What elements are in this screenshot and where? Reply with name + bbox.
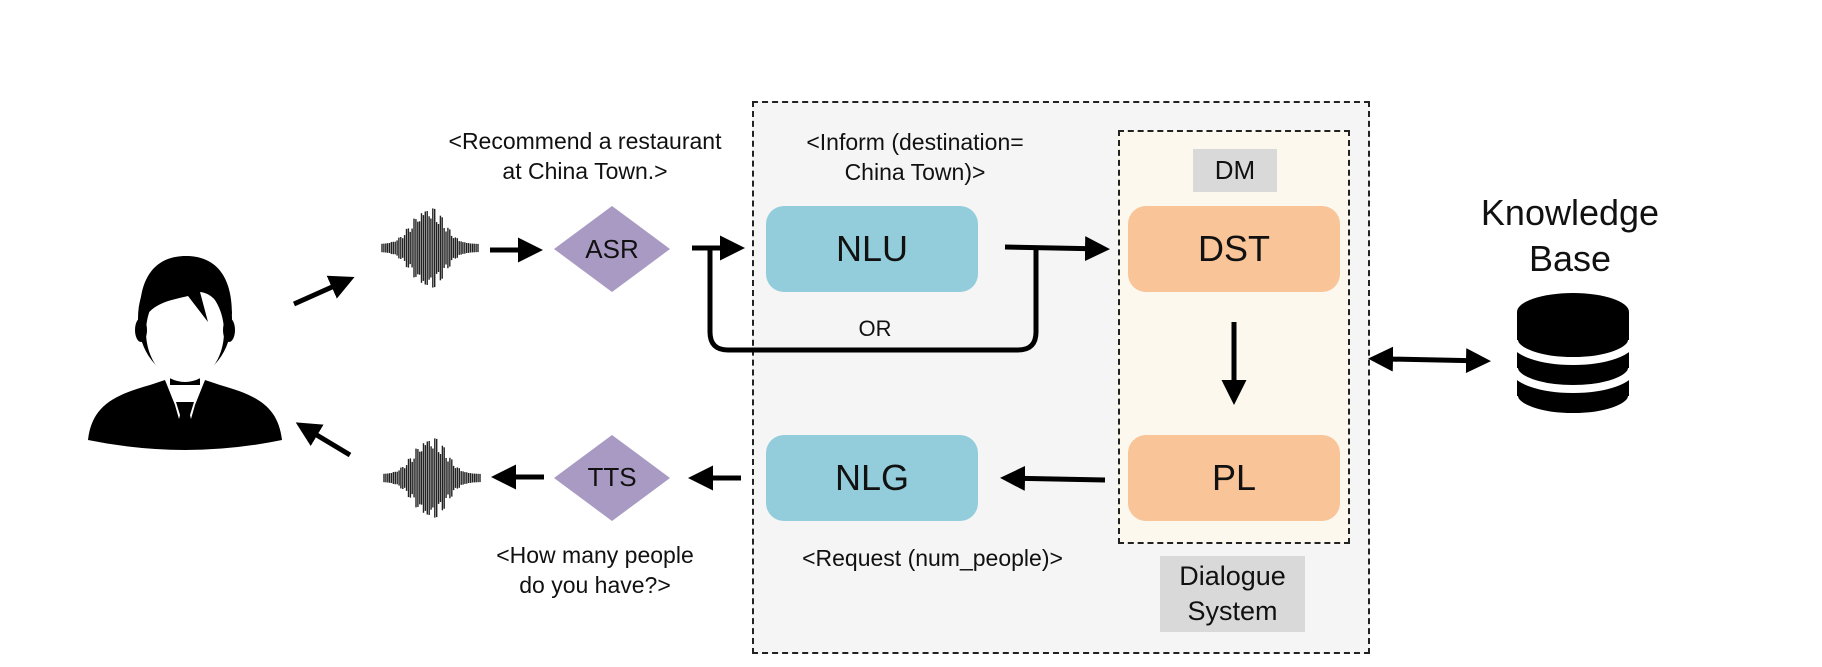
pl-to-nlg-arrow — [1000, 465, 1106, 491]
bypass-or-path — [707, 248, 1039, 353]
nlu-to-dst-arrow — [1004, 236, 1110, 262]
or-label: OR — [858, 316, 892, 341]
waveform-icon — [381, 208, 479, 288]
nlu-module: NLU — [766, 206, 978, 292]
dst-module: DST — [1128, 206, 1340, 292]
asr-input-caption: <Recommend a restaurant at China Town.> — [448, 128, 722, 184]
dialogue-system-tag: Dialogue System — [1160, 556, 1305, 632]
speech-to-user-arrow — [295, 422, 352, 458]
pl-module: PL — [1128, 435, 1340, 521]
tts-diamond — [554, 435, 670, 521]
system-kb-bidirectional-arrow — [1368, 346, 1491, 374]
waveform-icon — [383, 438, 481, 518]
tts-input-caption: <How many people do you have?> — [496, 542, 694, 598]
tts-label: TTS — [587, 461, 637, 492]
knowledge-base-label: Knowledge Base — [1480, 192, 1660, 279]
asr-label: ASR — [585, 233, 639, 264]
asr-diamond — [554, 206, 670, 292]
nlg-input-caption: <Request (num_people)> — [802, 545, 1063, 571]
user-to-speech-arrow — [292, 275, 355, 307]
user-icon — [88, 255, 282, 450]
database-icon — [1510, 293, 1636, 421]
nlg-module: NLG — [766, 435, 978, 521]
nlu-output-caption: <Inform (destination= China Town)> — [806, 129, 1024, 185]
dm-tag: DM — [1193, 149, 1277, 192]
